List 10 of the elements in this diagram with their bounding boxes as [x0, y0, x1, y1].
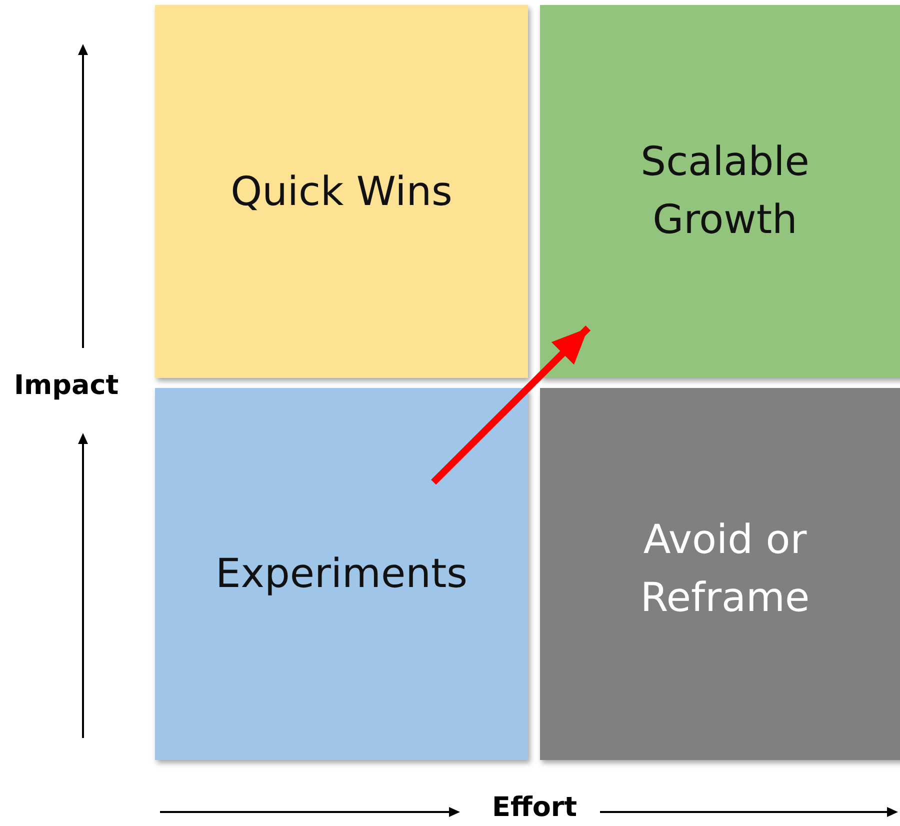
- quadrant-label: Scalable Growth: [640, 138, 810, 245]
- axis-label: Impact: [14, 370, 119, 401]
- quadrant-box: [540, 5, 900, 378]
- quadrant-box: [155, 388, 528, 760]
- axis-label: Effort: [492, 792, 578, 823]
- quadrant-label: Quick Wins: [230, 168, 452, 216]
- quadrant-box: [540, 388, 900, 760]
- quadrant-box: [155, 5, 528, 378]
- quadrant-label: Avoid or Reframe: [639, 516, 811, 623]
- quadrant-label: Experiments: [216, 550, 468, 599]
